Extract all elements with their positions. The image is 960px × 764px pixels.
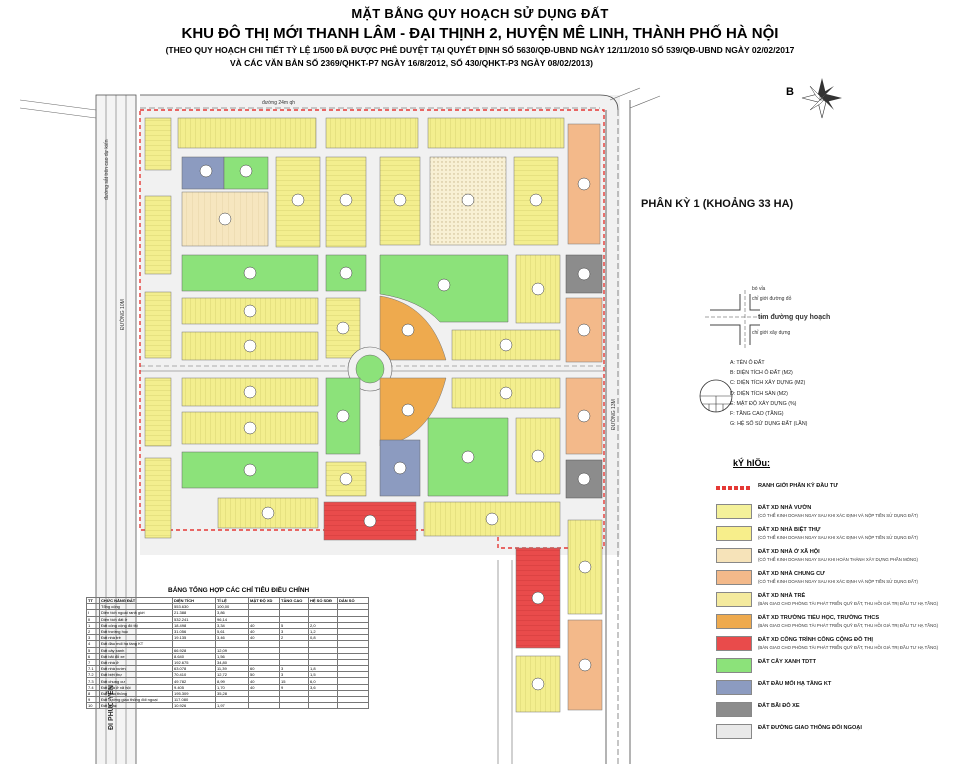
table-cell: 10.926: [172, 702, 216, 710]
legend-swatch: [716, 702, 752, 717]
lot-left-2: [144, 195, 172, 275]
lot-left-3: [144, 291, 172, 359]
lot-label-key: A: TÊN Ô ĐẤT B: DIỆN TÍCH Ô ĐẤT (M2) C: …: [730, 358, 807, 429]
table-cell: [248, 702, 280, 710]
table-cell: Đất khác: [99, 702, 173, 710]
legend-swatch: [716, 526, 752, 541]
legend-swatch: [716, 658, 752, 673]
key-f: F: TẦNG CAO (TẦNG): [730, 411, 784, 418]
legend-label: ĐẤT BÃI ĐỖ XE: [758, 703, 800, 709]
legend-swatch: [716, 570, 752, 585]
legend-label: ĐẤT XD CÔNG TRÌNH CÔNG CỘNG ĐÔ THỊ: [758, 637, 873, 643]
villa-lot-g: [181, 331, 319, 361]
legend-title: kÝ hIÖu:: [733, 458, 771, 468]
legend-sublabel: (CÓ THỂ KINH DOANH NGAY SAU KHI HOÀN THÀ…: [758, 557, 918, 562]
phase-label: PHÂN KỲ 1 (KHOẢNG 33 HA): [641, 198, 794, 210]
key-g: G: HỆ SỐ SỬ DỤNG ĐẤT (LẦN): [730, 421, 808, 428]
key-chi-gioi-xay-dung: chỉ giới xây dựng: [752, 330, 791, 336]
lot-label-markers: [199, 164, 592, 691]
table-cell: [337, 702, 369, 710]
legend-label: ĐẤT ĐƯỜNG GIAO THÔNG ĐỐI NGOẠI: [758, 725, 862, 731]
document-reference: VÀ CÁC VĂN BẢN SỐ 2369/QHKT-P7 NGÀY 16/8…: [230, 58, 593, 68]
key-tim-duong: tim đường quy hoạch: [758, 314, 831, 321]
legend-label: ĐẤT XD NHÀ TRẺ: [758, 593, 806, 599]
legend-swatch: [716, 614, 752, 629]
lot-left-5: [144, 457, 172, 539]
lot-top-1: [177, 117, 317, 149]
key-chi-gioi-duong-do: chỉ giới đường đỏ: [752, 296, 792, 302]
green-lot-small: [223, 156, 269, 190]
roundabout-green: [355, 354, 385, 384]
legend-swatch: [716, 636, 752, 651]
key-b: B: DIỆN TÍCH Ô ĐẤT (M2): [730, 370, 793, 377]
legend-sublabel: (CÓ THỂ KINH DOANH NGAY SAU KHI XÁC ĐỊNH…: [758, 513, 918, 518]
legend-swatch: [716, 724, 752, 739]
legend-label: ĐẤT XD TRƯỜNG TIỂU HỌC, TRƯỜNG THCS: [758, 615, 880, 621]
table-cell: 10: [86, 702, 100, 710]
legend-label: ĐẤT XD NHÀ BIỆT THỰ: [758, 527, 821, 533]
north-letter: B: [786, 86, 794, 98]
legend-sublabel: (BÀN GIAO CHO PHÒNG TÀI PHÁT TRIỂN QUỸ Đ…: [758, 623, 939, 628]
map-title: MẶT BẰNG QUY HOẠCH SỬ DỤNG ĐẤT: [351, 6, 609, 21]
table-title: BẢNG TỔNG HỢP CÁC CHỈ TIÊU ĐIỀU CHỈNH: [168, 587, 310, 594]
lot-left-4: [144, 377, 172, 447]
table-cell: [308, 702, 338, 710]
table-cell: 1,97: [215, 702, 249, 710]
legend-label: ĐẤT XD NHÀ CHUNG CƯ: [758, 571, 825, 577]
road-section-key: [705, 290, 765, 350]
legend-sublabel: (CÓ THỂ KINH DOANH NGAY SAU KHI XÁC ĐỊNH…: [758, 535, 918, 540]
road-label-top: đường 24m qh: [262, 100, 296, 106]
table-cell: [279, 702, 309, 710]
legend-sublabel: (CÓ THỂ KINH DOANH NGAY SAU KHI XÁC ĐỊNH…: [758, 579, 918, 584]
legend-sublabel: (BÀN GIAO CHO PHÒNG TÀI PHÁT TRIỂN QUỸ Đ…: [758, 645, 939, 650]
legend-label: RANH GIỚI PHÂN KỲ ĐẦU TƯ: [758, 483, 838, 489]
lot-top-2: [325, 117, 419, 149]
road-label-left: ĐƯỜNG 10M: [120, 299, 126, 330]
key-d: D: DIỆN TÍCH SÀN (M2): [730, 390, 788, 397]
legend-label: ĐẤT ĐẦU MỐI HẠ TẦNG KT: [758, 681, 832, 687]
lot-label-key-icon: [699, 379, 733, 413]
decision-reference: (THEO QUY HOẠCH CHI TIẾT TỶ LỆ 1/500 ĐÃ …: [165, 45, 795, 55]
north-arrow-icon: [801, 78, 842, 119]
legend-label: ĐẤT CÂY XANH TDTT: [758, 659, 817, 665]
key-a: A: TÊN Ô ĐẤT: [730, 360, 765, 366]
project-title: KHU ĐÔ THỊ MỚI THANH LÂM - ĐẠI THỊNH 2, …: [181, 25, 779, 42]
legend-label: ĐẤT XD NHÀ VƯỜN: [758, 505, 812, 511]
key-c: C: DIỆN TÍCH XÂY DỰNG (M2): [730, 380, 806, 387]
legend-swatch: [716, 486, 750, 490]
phase-boundary: [139, 109, 605, 549]
road-label-railway: đường sắt trên cao dự kiến: [104, 139, 110, 200]
legend-swatch: [716, 680, 752, 695]
infrastructure-lot-2: [379, 439, 421, 497]
public-building-lot-1: [323, 501, 417, 541]
legend-swatch: [716, 548, 752, 563]
legend-swatch: [716, 504, 752, 519]
lot-left-1: [144, 117, 172, 171]
key-e: E: MẬT ĐỘ XÂY DỰNG (%): [730, 400, 797, 407]
road-label-right: ĐƯỜNG 13M: [611, 399, 617, 430]
legend-sublabel: (BÀN GIAO CHO PHÒNG TÀI PHÁT TRIỂN QUỸ Đ…: [758, 601, 939, 606]
public-building-lot-2: [515, 547, 561, 649]
lot-top-3: [427, 117, 565, 149]
legend-label: ĐẤT XD NHÀ Ở XÃ HỘI: [758, 549, 820, 555]
key-bo-via: bó vỉa: [752, 286, 766, 292]
legend-swatch: [716, 592, 752, 607]
